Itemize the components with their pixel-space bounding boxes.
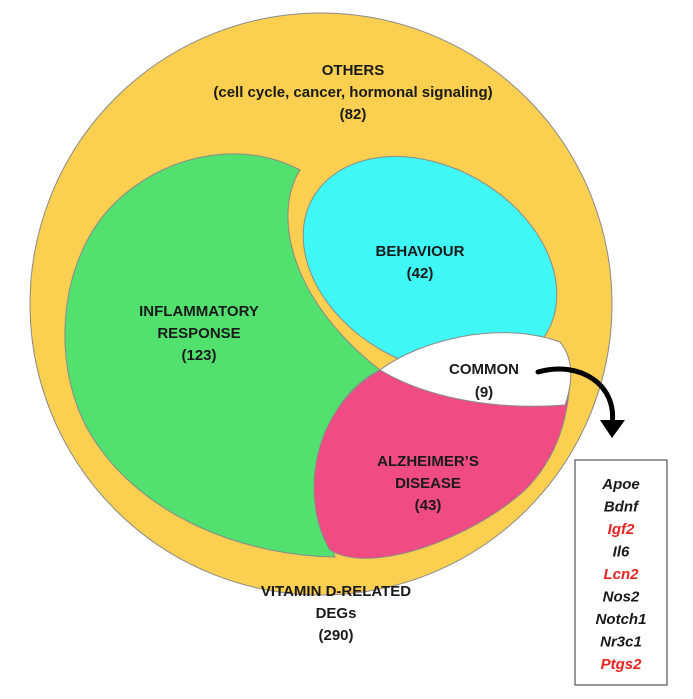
others-subtitle: (cell cycle, cancer, hormonal signaling) [213, 84, 492, 101]
total-count: (290) [318, 627, 353, 644]
behaviour-title: BEHAVIOUR [376, 243, 465, 260]
total-line1: VITAMIN D-RELATED [261, 583, 411, 600]
common-title: COMMON [449, 361, 519, 378]
curved-arrow-icon [535, 366, 625, 438]
gene-item: Bdnf [604, 499, 640, 516]
behaviour-count: (42) [407, 265, 434, 282]
inflammatory-count: (123) [181, 347, 216, 364]
common-count: (9) [475, 384, 493, 401]
gene-item: Lcn2 [603, 566, 639, 583]
gene-item: Il6 [613, 544, 630, 561]
alzheimers-line1: ALZHEIMER’S [377, 453, 479, 470]
inflammatory-region [64, 153, 381, 558]
others-count: (82) [340, 106, 367, 123]
gene-item: Igf2 [608, 521, 635, 538]
gene-item: Ptgs2 [601, 656, 643, 673]
inflammatory-line1: INFLAMMATORY [139, 303, 259, 320]
alzheimers-count: (43) [415, 497, 442, 514]
behaviour-region [302, 156, 558, 374]
gene-item: Apoe [601, 476, 640, 493]
gene-item: Nr3c1 [600, 634, 642, 651]
gene-item: Notch1 [596, 611, 647, 628]
inflammatory-line2: RESPONSE [157, 325, 240, 342]
total-line2: DEGs [316, 605, 357, 622]
gene-item: Nos2 [603, 589, 640, 606]
others-title: OTHERS [322, 62, 385, 79]
alzheimers-line2: DISEASE [395, 475, 461, 492]
